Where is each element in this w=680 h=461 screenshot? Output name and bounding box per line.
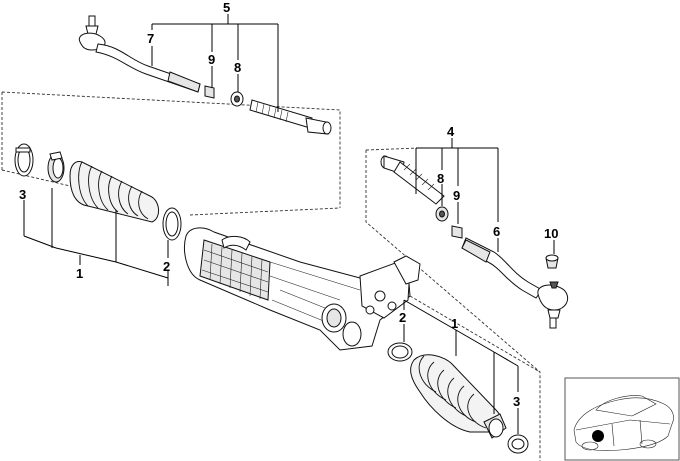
car-location-icon <box>573 395 674 452</box>
right-group-frame <box>365 147 541 461</box>
callout-4: 4 <box>447 124 455 139</box>
callout-5: 5 <box>223 0 230 15</box>
right-tie-rod-assembly <box>380 155 569 329</box>
upper-tie-rod-assembly <box>78 15 332 135</box>
callout-1-left-leader <box>23 188 169 286</box>
callout-4-leader <box>415 138 555 254</box>
callout-8-right: 8 <box>437 171 444 186</box>
callout-5-leader <box>151 14 279 112</box>
callout-8-upper: 8 <box>234 60 241 75</box>
callout-2-left: 2 <box>163 259 170 274</box>
location-marker <box>592 430 604 442</box>
callout-1-left: 1 <box>76 266 83 281</box>
right-boot-kit <box>387 342 529 454</box>
callout-9-right: 9 <box>453 188 460 203</box>
callout-2-right: 2 <box>399 310 406 325</box>
callout-3-left: 3 <box>19 187 26 202</box>
callout-9-upper: 9 <box>208 52 215 67</box>
left-boot-kit <box>14 143 182 241</box>
callout-3-right: 3 <box>513 394 520 409</box>
car-location-inset <box>564 377 680 461</box>
callout-7: 7 <box>147 31 154 46</box>
callout-6: 6 <box>493 224 500 239</box>
steering-gear-housing <box>184 227 421 351</box>
callout-1-right: 1 <box>451 316 458 331</box>
callout-1-right-leader <box>403 299 519 434</box>
callout-10: 10 <box>544 226 558 241</box>
